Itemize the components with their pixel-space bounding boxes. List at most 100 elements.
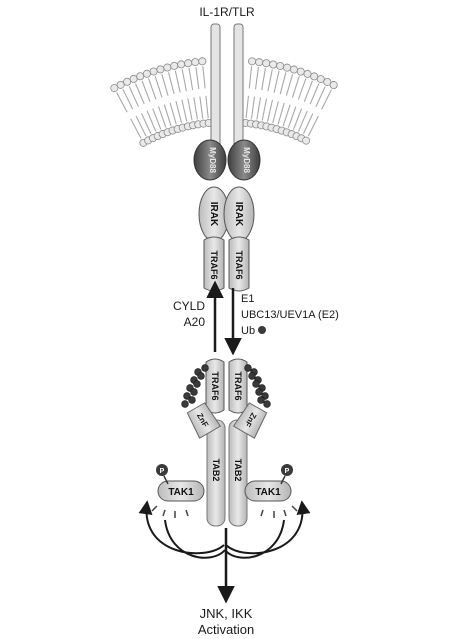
lipid-tail bbox=[322, 89, 332, 109]
lipid-tail bbox=[188, 98, 192, 120]
lipid-tail bbox=[189, 68, 193, 90]
lipid-head bbox=[256, 59, 263, 66]
lipid-tail bbox=[268, 100, 273, 122]
lipid-head bbox=[137, 73, 144, 80]
lipid-tail bbox=[257, 97, 261, 119]
lipid-tail bbox=[292, 76, 299, 97]
lipid-tail bbox=[142, 81, 150, 102]
tak1-right: TAK1 bbox=[245, 481, 291, 501]
ubiquitin-bead bbox=[258, 397, 265, 404]
lipid-tail bbox=[310, 84, 319, 105]
lipid-tail bbox=[268, 69, 272, 91]
myd88-right: MyD88 bbox=[228, 140, 260, 180]
svg-text:TRAF6: TRAF6 bbox=[210, 372, 220, 401]
lipid-tail bbox=[246, 96, 248, 118]
lipid-tail bbox=[278, 103, 284, 124]
lipid-tail bbox=[262, 99, 266, 121]
lipid-tail bbox=[182, 100, 187, 122]
lipid-head bbox=[164, 64, 171, 71]
irak-right: IRAK bbox=[224, 187, 254, 241]
lipid-tail bbox=[298, 79, 305, 100]
ubiquitin-bead bbox=[189, 397, 196, 404]
lipid-tail bbox=[194, 97, 198, 119]
traf6-lower-left: TRAF6 bbox=[206, 359, 224, 413]
lipid-head bbox=[263, 60, 270, 67]
ubiquitin-bead bbox=[249, 373, 256, 380]
traf6-upper-right: TRAF6 bbox=[229, 237, 249, 291]
lipid-tail bbox=[206, 96, 208, 118]
lipid-tail bbox=[274, 71, 279, 93]
regulator-cyld: CYLD bbox=[173, 299, 205, 313]
lipid-tail bbox=[176, 101, 182, 123]
tab2-left: TAB2 bbox=[207, 420, 225, 526]
tak1-left: TAK1 bbox=[158, 481, 204, 501]
lipid-tail bbox=[175, 71, 180, 93]
ubiquitin-label: Ub bbox=[241, 325, 255, 337]
lipid-head bbox=[311, 73, 318, 80]
lipid-tail bbox=[286, 74, 292, 95]
activity-ticks-left bbox=[152, 506, 188, 518]
lipid-tail bbox=[288, 107, 295, 128]
myd88-left: MyD88 bbox=[194, 140, 226, 180]
lipid-head bbox=[248, 58, 255, 65]
lipid-head bbox=[283, 64, 290, 71]
ubiquitin-bead bbox=[253, 381, 260, 388]
output-label-line1: JNK, IKK bbox=[200, 606, 253, 621]
ubiquitin-bead bbox=[182, 401, 189, 408]
lipid-head bbox=[290, 66, 297, 73]
receptor-label: IL-1R/TLR bbox=[199, 5, 255, 19]
lipid-tail bbox=[169, 72, 175, 94]
phospho-right-icon: P bbox=[281, 464, 293, 484]
lipid-head bbox=[123, 78, 130, 85]
lipid-tail bbox=[252, 97, 255, 119]
lipid-tail bbox=[162, 74, 168, 95]
lipid-head bbox=[317, 75, 324, 82]
lipid-head bbox=[277, 62, 284, 69]
enzyme-e2: UBC13/UEV1A (E2) bbox=[241, 309, 339, 321]
lipid-head bbox=[192, 59, 199, 66]
svg-text:IRAK: IRAK bbox=[208, 202, 219, 227]
phospho-left-icon: P bbox=[156, 464, 168, 484]
ubiquitin-bead bbox=[191, 389, 198, 396]
lipid-head bbox=[297, 68, 304, 75]
lipid-head bbox=[304, 70, 311, 77]
traf6-upper-left: TRAF6 bbox=[204, 237, 224, 291]
lipid-tail bbox=[256, 67, 259, 89]
lipid-tail bbox=[136, 83, 145, 104]
lipid-tail bbox=[316, 86, 325, 106]
lipid-tail bbox=[158, 106, 165, 127]
lipid-head bbox=[199, 58, 206, 65]
ubiquitin-bead bbox=[245, 365, 252, 372]
svg-text:TRAF6: TRAF6 bbox=[209, 251, 219, 280]
svg-text:TRAF6: TRAF6 bbox=[234, 251, 244, 280]
lipid-head bbox=[150, 68, 157, 75]
ubiquitin-bead bbox=[198, 373, 205, 380]
polyubiquitin-chains bbox=[182, 365, 271, 408]
lipid-tail bbox=[273, 101, 279, 123]
activity-ticks-right bbox=[261, 506, 297, 518]
svg-text:MyD88: MyD88 bbox=[242, 147, 251, 173]
lipid-head bbox=[157, 66, 164, 73]
svg-text:TAK1: TAK1 bbox=[168, 487, 194, 498]
lipid-tail bbox=[164, 105, 171, 126]
lipid-head bbox=[270, 61, 277, 68]
ubiquitin-bead bbox=[194, 381, 201, 388]
lipid-head bbox=[171, 62, 178, 69]
lipid-tail bbox=[170, 103, 176, 124]
lipid-head bbox=[130, 75, 137, 82]
svg-text:TAB2: TAB2 bbox=[233, 459, 243, 482]
svg-text:IRAK: IRAK bbox=[233, 202, 244, 227]
lipid-head bbox=[178, 61, 185, 68]
svg-text:TRAF6: TRAF6 bbox=[233, 372, 243, 401]
lipid-tail bbox=[149, 78, 156, 99]
lipid-tail bbox=[182, 69, 186, 91]
svg-text:TAK1: TAK1 bbox=[255, 487, 281, 498]
lipid-tail bbox=[304, 81, 312, 102]
lipid-tail bbox=[203, 66, 205, 88]
ubiquitin-bead bbox=[202, 365, 209, 372]
lipid-head bbox=[185, 60, 192, 67]
lipid-head bbox=[143, 70, 150, 77]
lipid-tail bbox=[262, 68, 266, 90]
lipid-tail bbox=[155, 76, 162, 97]
